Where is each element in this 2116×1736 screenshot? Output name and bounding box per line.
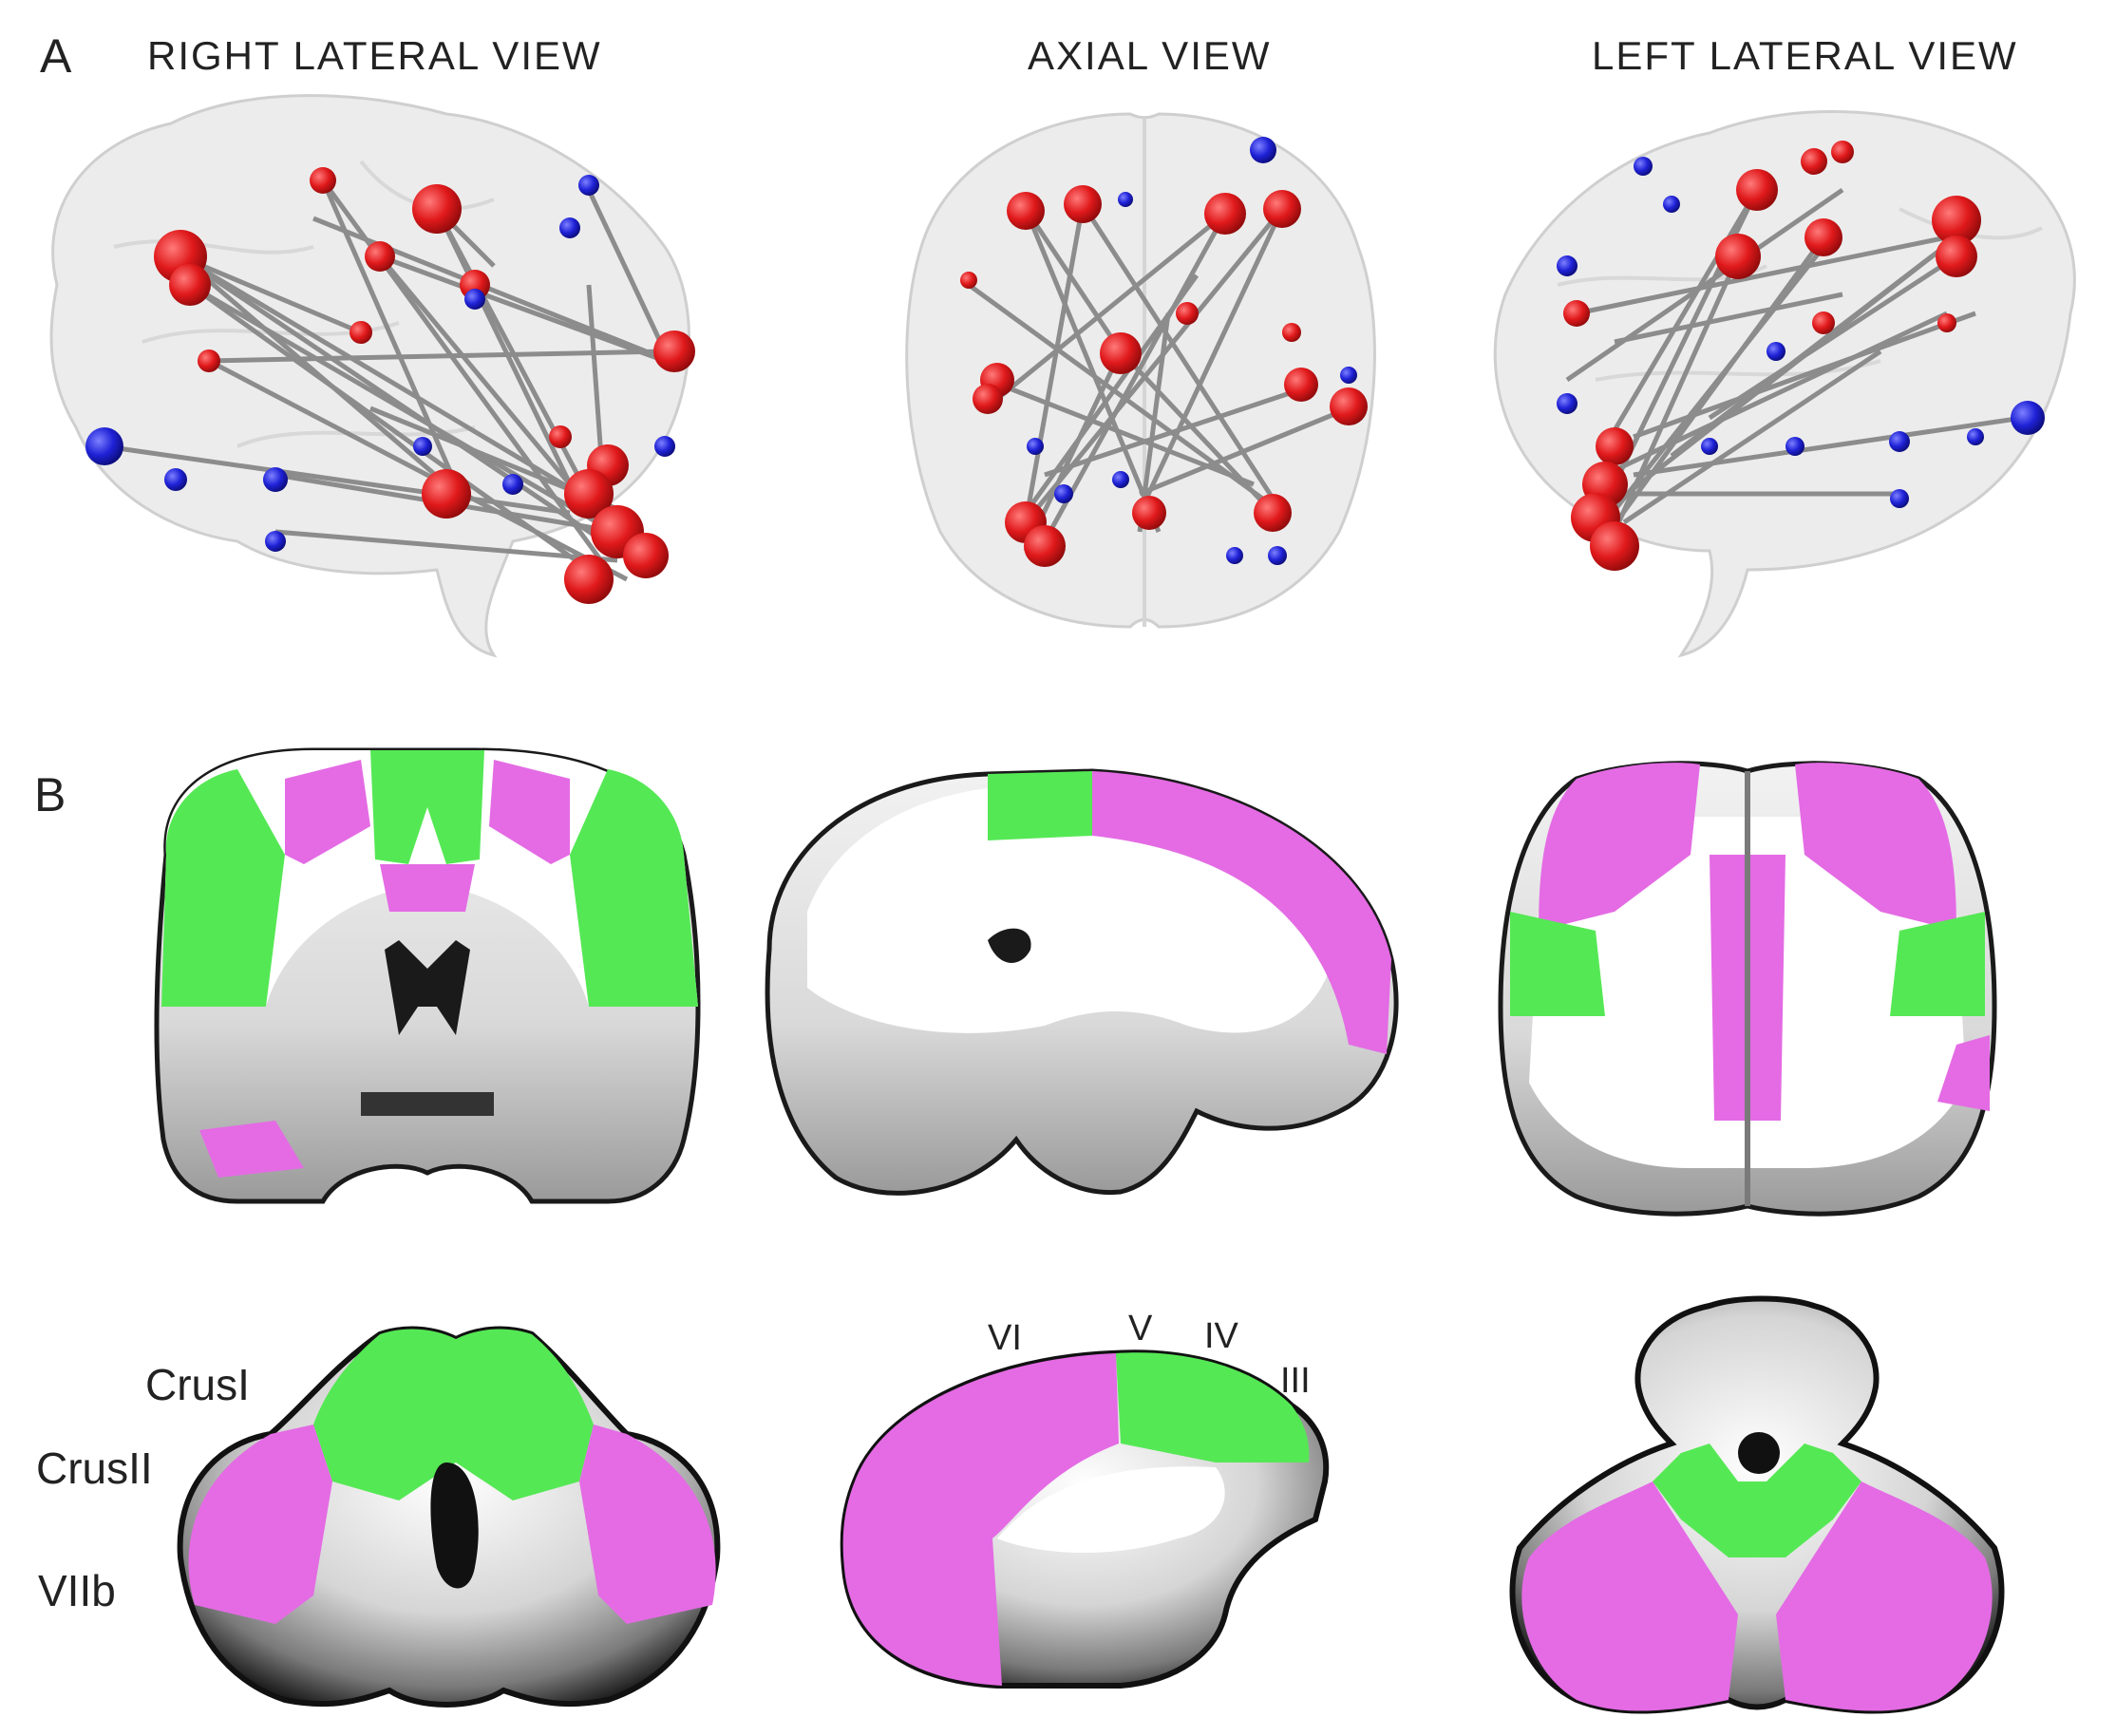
cerebellum-coronal-slice [177,1326,721,1708]
lobule-label-crus1: CrusI [145,1360,250,1409]
lobule-label-viib: VIIb [38,1566,116,1615]
cerebellum-axial-slice [1509,1295,2005,1714]
lobule-label-iii: III [1280,1361,1311,1401]
nodes [1557,141,2045,571]
axial-view-title: AXIAL VIEW [1028,33,1272,78]
panel-a-brain-networks [49,94,2076,658]
axial-slice [1498,761,1997,1217]
sagittal-slice [765,768,1399,1196]
cerebellum-sagittal-slice [840,1349,1330,1689]
right-lateral-brain [49,94,695,658]
axial-brain [905,112,1376,629]
nodes [85,167,695,604]
lobule-label-iv: IV [1204,1316,1238,1356]
nodes [960,137,1368,567]
lobule-label-v: V [1128,1309,1153,1349]
lobule-label-crus2: CrusII [36,1444,153,1493]
edges [967,202,1350,553]
right-lateral-view-title: RIGHT LATERAL VIEW [147,33,602,78]
lobule-label-vi: VI [988,1318,1022,1358]
left-lateral-view-title: LEFT LATERAL VIEW [1592,33,2018,78]
panel-b-label: B [34,768,66,821]
coronal-slice [154,747,701,1204]
left-lateral-brain [1493,110,2076,658]
panel-a-label: A [40,29,72,83]
